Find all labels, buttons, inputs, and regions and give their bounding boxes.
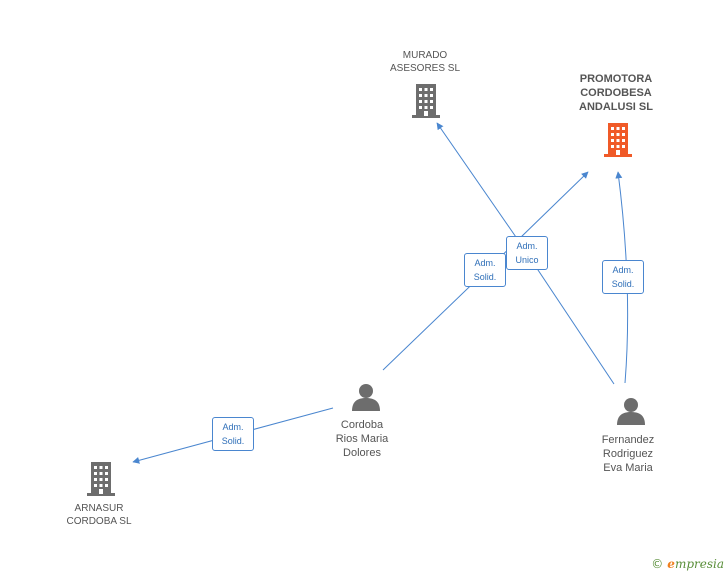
building-icon-arnasur[interactable] <box>87 462 115 496</box>
brand-e: e <box>667 557 675 571</box>
edge-cordoba-murado[interactable] <box>382 122 519 371</box>
edge-role-line: Unico <box>515 255 539 265</box>
node-label-line: ARNASUR <box>74 503 124 514</box>
node-label-murado[interactable]: MURADO ASESORES SL <box>370 49 480 75</box>
edge-role-line: Adm. <box>474 258 496 268</box>
brand-logo[interactable]: ©empresia <box>651 557 724 571</box>
brand-name: mpresia <box>674 557 724 571</box>
edge-role-box-unico[interactable]: Adm. Unico <box>506 236 548 270</box>
node-label-line: Cordoba <box>340 419 384 431</box>
edge-role-box-murado[interactable]: Adm. Solid. <box>464 253 506 287</box>
node-label-line: Fernandez <box>601 434 655 446</box>
edge-role-line: Solid. <box>221 436 245 446</box>
person-icon-cordoba[interactable] <box>352 384 380 411</box>
node-label-line: Rodriguez <box>602 448 654 460</box>
node-label-promotora[interactable]: PROMOTORA CORDOBESA ANDALUSI SL <box>561 72 671 114</box>
node-label-line: Dolores <box>343 447 381 459</box>
node-label-cordoba[interactable]: Cordoba Rios Maria Dolores <box>312 418 412 460</box>
edge-role-line: Solid. <box>611 279 635 289</box>
person-icon-fernandez[interactable] <box>617 398 645 425</box>
building-icon-promotora[interactable] <box>604 123 632 157</box>
node-label-fernandez[interactable]: Fernandez Rodriguez Eva Maria <box>578 433 678 475</box>
node-label-line: Eva Maria <box>603 462 653 474</box>
node-label-line: CORDOBA SL <box>66 516 132 527</box>
edge-role-box-promotora-solid[interactable]: Adm. Solid. <box>602 260 644 294</box>
copyright-symbol: © <box>651 557 664 571</box>
edge-role-line: Adm. <box>222 422 244 432</box>
node-label-line: Rios Maria <box>335 433 389 445</box>
node-label-line: MURADO <box>402 50 448 61</box>
node-label-line: PROMOTORA <box>579 73 653 85</box>
edge-role-line: Adm. <box>612 265 634 275</box>
edge-role-line: Solid. <box>473 272 497 282</box>
building-icon-murado[interactable] <box>412 84 442 118</box>
edge-role-line: Adm. <box>516 241 538 251</box>
edge-fernandez-promotora-unico[interactable] <box>517 171 615 385</box>
node-label-line: ANDALUSI SL <box>579 101 653 113</box>
edge-role-box-arnasur[interactable]: Adm. Solid. <box>212 417 254 451</box>
node-label-arnasur[interactable]: ARNASUR CORDOBA SL <box>44 502 154 528</box>
node-label-line: CORDOBESA <box>580 87 652 99</box>
node-label-line: ASESORES SL <box>389 63 461 74</box>
